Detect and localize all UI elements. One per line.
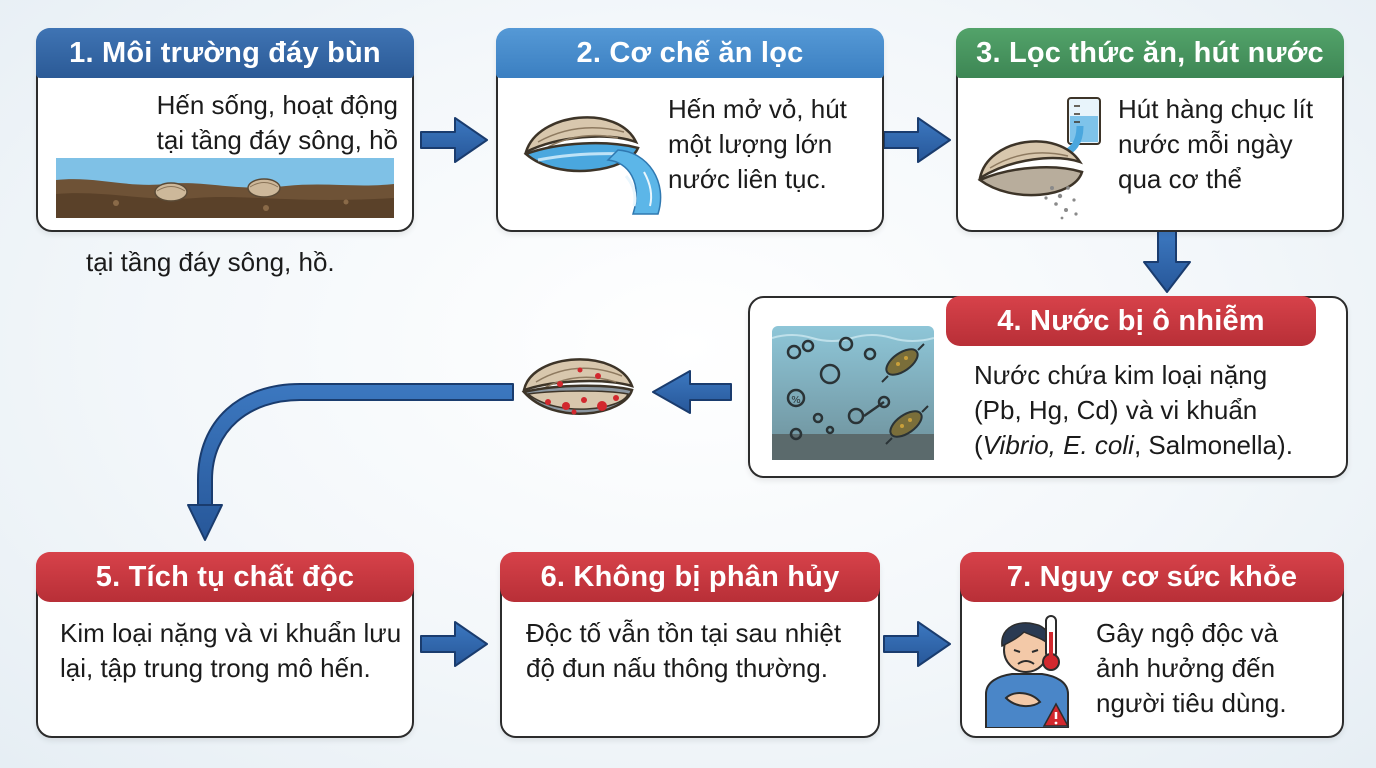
polluted-water-bacteria-icon: % xyxy=(772,326,934,460)
step-4-bacteria-2: Salmonella xyxy=(1148,430,1278,460)
arrow-4-to-clam xyxy=(652,370,732,414)
step-5-title: 5. Tích tụ chất độc xyxy=(36,552,414,602)
step-5-text: Kim loại nặng và vi khuẩn lưu lại, tập t… xyxy=(60,618,402,683)
step-4-paren-open: ( xyxy=(974,430,983,460)
step-4-line-2: (Pb, Hg, Cd) và vi khuẩn xyxy=(974,395,1258,425)
riverbed-clams-icon xyxy=(56,158,394,218)
step-4-text: Nước chứa kim loại nặng (Pb, Hg, Cd) và … xyxy=(974,358,1334,463)
step-4-bacteria-1: Vibrio, E. coli xyxy=(982,430,1134,460)
step-4-line-3: (Vibrio, E. coli, Salmonella). xyxy=(974,428,1334,463)
step-3-title: 3. Lọc thức ăn, hút nước xyxy=(956,28,1344,78)
step-5-card: 5. Tích tụ chất độc Kim loại nặng và vi … xyxy=(36,552,414,738)
step-7-title: 7. Nguy cơ sức khỏe xyxy=(960,552,1344,602)
step-4-title: 4. Nước bị ô nhiễm xyxy=(946,296,1316,346)
step-4-separator: , xyxy=(1133,430,1149,460)
step-2-title: 2. Cơ chế ăn lọc xyxy=(496,28,884,78)
step-6-title: 6. Không bị phân hủy xyxy=(500,552,880,602)
step-1-caption: tại tầng đáy sông, hồ. xyxy=(86,247,335,277)
arrow-2-to-3 xyxy=(883,117,951,163)
step-4-card: 4. Nước bị ô nhiễm % Nước chứa kim loại … xyxy=(748,296,1348,478)
step-4-line-1: Nước chứa kim loại nặng xyxy=(974,360,1268,390)
step-4-paren-close: ). xyxy=(1277,430,1293,460)
svg-text:%: % xyxy=(791,395,801,406)
arrow-1-to-2 xyxy=(420,117,488,163)
step-6-card: 6. Không bị phân hủy Độc tố vẫn tồn tại … xyxy=(500,552,880,738)
arrow-3-to-4 xyxy=(1143,230,1191,293)
step-7-card: 7. Nguy cơ sức khỏe Gây ngộ độc và ảnh h… xyxy=(960,552,1344,738)
arrow-5-to-6 xyxy=(420,621,488,667)
sick-person-thermometer-icon xyxy=(985,615,1070,728)
step-2-text: Hến mở vỏ, hút một lượng lớn nước liên t… xyxy=(668,94,847,194)
step-3-text: Hút hàng chục lít nước mỗi ngày qua cơ t… xyxy=(1118,94,1314,194)
contaminated-clam-icon xyxy=(521,358,635,415)
step-6-text: Độc tố vẫn tồn tại sau nhiệt độ đun nấu … xyxy=(526,618,842,683)
clam-siphoning-water-icon xyxy=(523,116,662,215)
step-2-card: 2. Cơ chế ăn lọc Hến mở vỏ, hút một lượn… xyxy=(496,28,884,232)
step-1-title: 1. Môi trường đáy bùn xyxy=(36,28,414,78)
step-1-card: 1. Môi trường đáy bùn Hến sống, hoạt độn… xyxy=(36,28,414,232)
arrow-6-to-7 xyxy=(883,621,951,667)
step-7-text: Gây ngộ độc và ảnh hưởng đến người tiêu … xyxy=(1096,618,1287,718)
arrow-curve-to-5 xyxy=(187,383,514,541)
step-1-text: Hến sống, hoạt động tại tầng đáy sông, h… xyxy=(156,90,398,155)
clam-filtering-beaker-icon xyxy=(977,97,1101,220)
step-3-card: 3. Lọc thức ăn, hút nước Hút hàng chục l… xyxy=(956,28,1344,232)
